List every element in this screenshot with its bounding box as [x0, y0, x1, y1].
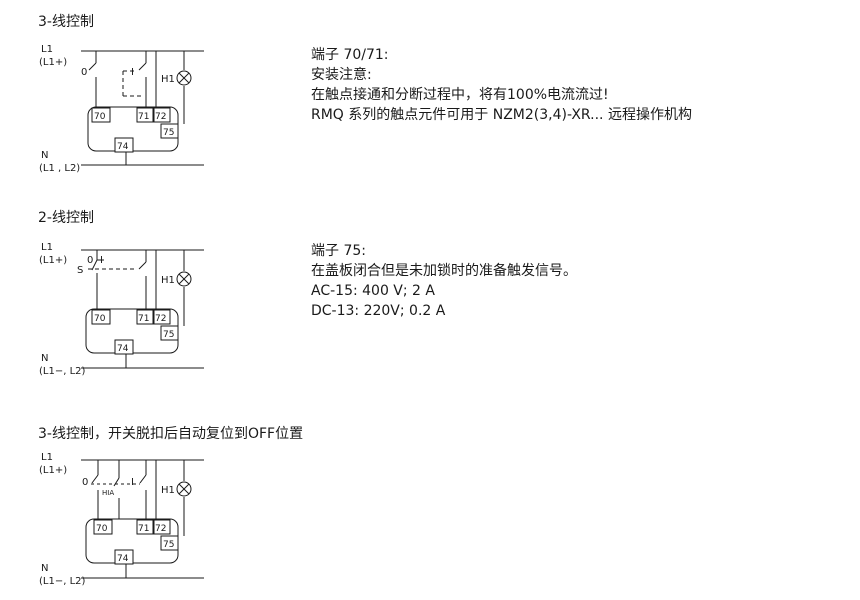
- rail-bottom-sublabel: (L1 , L2): [39, 163, 80, 174]
- off-switch-label: 0: [81, 67, 87, 78]
- rail-top-sublabel: (L1+): [39, 57, 67, 68]
- note-line: 端子 75:: [311, 243, 366, 259]
- section-1-title: 3-线控制: [38, 14, 94, 30]
- on-switch-label: I: [131, 67, 134, 78]
- terminal-74: 74: [117, 344, 129, 354]
- terminal-70: 70: [96, 524, 108, 534]
- off-switch-label: 0: [87, 255, 93, 266]
- note-line: RMQ 系列的触点元件可用于 NZM2(3,4)-XR... 远程操作机构: [311, 107, 692, 123]
- section-3-title: 3-线控制，开关脱扣后自动复位到OFF位置: [38, 426, 304, 442]
- section-2-notes: 端子 75: 在盖板闭合但是未加锁时的准备触发信号。 AC-15: 400 V;…: [311, 241, 577, 321]
- terminal-70: 70: [94, 314, 106, 324]
- circuit-diagram-2-wire: L1 (L1+) N (L1−, L2) 0 I S H1 70 71 72 7…: [36, 240, 226, 390]
- terminal-72: 72: [155, 314, 166, 324]
- off-switch-label: 0: [82, 477, 88, 488]
- hia-label: HIA: [102, 489, 114, 497]
- note-line: 在盖板闭合但是未加锁时的准备触发信号。: [311, 263, 577, 279]
- terminal-75: 75: [163, 128, 174, 138]
- rail-top-label: L1: [41, 242, 53, 253]
- rail-top-label: L1: [41, 44, 53, 55]
- rail-top-sublabel: (L1+): [39, 465, 67, 476]
- rail-top-sublabel: (L1+): [39, 255, 67, 266]
- terminal-71: 71: [138, 314, 149, 324]
- lamp-label: H1: [161, 485, 175, 496]
- terminal-74: 74: [117, 142, 129, 152]
- note-line: 端子 70/71:: [311, 47, 389, 63]
- switch-s-label: S: [77, 265, 83, 276]
- rail-bottom-sublabel: (L1−, L2): [39, 576, 86, 587]
- note-line: 安装注意:: [311, 67, 372, 83]
- section-2-title: 2-线控制: [38, 210, 94, 226]
- lamp-label: H1: [161, 275, 175, 286]
- lamp-label: H1: [161, 74, 175, 85]
- terminal-72: 72: [155, 112, 166, 122]
- note-line: DC-13: 220V; 0.2 A: [311, 303, 446, 319]
- on-switch-label: I: [131, 477, 134, 488]
- circuit-diagram-3-wire-auto-reset: L1 (L1+) N (L1−, L2) 0 I HIA H1 70 71 72…: [36, 450, 226, 600]
- terminal-75: 75: [163, 540, 174, 550]
- terminal-70: 70: [94, 112, 106, 122]
- terminal-71: 71: [138, 524, 149, 534]
- terminal-71: 71: [138, 112, 149, 122]
- terminal-75: 75: [163, 330, 174, 340]
- rail-bottom-label: N: [41, 563, 48, 574]
- section-1-notes: 端子 70/71: 安装注意: 在触点接通和分断过程中，将有100%电流流过! …: [311, 45, 692, 125]
- rail-top-label: L1: [41, 452, 53, 463]
- on-switch-label: I: [100, 255, 103, 266]
- rail-bottom-label: N: [41, 150, 48, 161]
- rail-bottom-label: N: [41, 353, 48, 364]
- terminal-74: 74: [117, 554, 129, 564]
- rail-bottom-sublabel: (L1−, L2): [39, 366, 86, 377]
- note-line: AC-15: 400 V; 2 A: [311, 283, 435, 299]
- terminal-72: 72: [155, 524, 166, 534]
- note-line: 在触点接通和分断过程中，将有100%电流流过!: [311, 87, 609, 103]
- circuit-diagram-3-wire: L1 (L1+) N (L1 , L2) 0 I H1 70 71 72 75 …: [36, 41, 226, 191]
